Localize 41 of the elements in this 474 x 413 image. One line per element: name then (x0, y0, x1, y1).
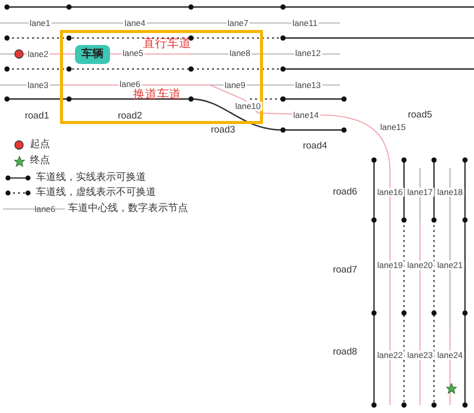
lane-label: lane10 (234, 102, 262, 110)
road-label: road4 (302, 141, 328, 151)
vehicle-box: 车辆 (75, 45, 110, 64)
lane-label: lane23 (406, 350, 434, 360)
lane-label: lane7 (226, 18, 250, 28)
road-label: road8 (332, 347, 358, 357)
lane-label: lane6 (118, 80, 142, 88)
lane-label: lane14 (292, 110, 320, 120)
legend-text: 车道线，虚线表示不可换道 (36, 188, 156, 198)
lane-label: lane12 (294, 48, 322, 58)
lane-label: lane19 (376, 260, 404, 270)
lane-label: lane22 (376, 350, 404, 360)
legend-text: 起点 (30, 140, 50, 150)
lane-label: lane1 (28, 18, 52, 28)
road-label: road1 (24, 111, 50, 121)
lane-label: lane24 (436, 350, 464, 360)
road-label: road3 (210, 125, 236, 135)
lane-label: lane15 (379, 122, 407, 132)
road-label: road2 (116, 111, 144, 121)
lane-label: lane18 (436, 188, 464, 196)
region-label: 换道车道 (133, 88, 181, 100)
legend-text: 终点 (30, 156, 50, 166)
lane-label: lane21 (436, 260, 464, 270)
lane-label: lane3 (26, 80, 50, 90)
road-label: road5 (406, 110, 434, 120)
road-label: road6 (332, 187, 358, 197)
lane-label: lane4 (124, 18, 146, 28)
lane-label: lane8 (228, 48, 252, 58)
lane-label: lane16 (376, 188, 404, 196)
lane-label: lane5 (122, 48, 144, 58)
lane-label: lane17 (406, 188, 434, 196)
road-label: road7 (332, 265, 358, 275)
lane-label: lane2 (26, 50, 50, 58)
lane-label: lane13 (294, 80, 322, 90)
lane-label: lane11 (292, 18, 318, 28)
lane-label: lane20 (406, 260, 434, 270)
legend-text: 车道线，实线表示可换道 (36, 173, 146, 183)
lane-label: lane9 (224, 80, 246, 90)
region-label: 直行车道 (143, 37, 191, 49)
legend-text: 车道中心线，数字表示节点 (68, 204, 188, 214)
highlight-box (60, 30, 263, 124)
